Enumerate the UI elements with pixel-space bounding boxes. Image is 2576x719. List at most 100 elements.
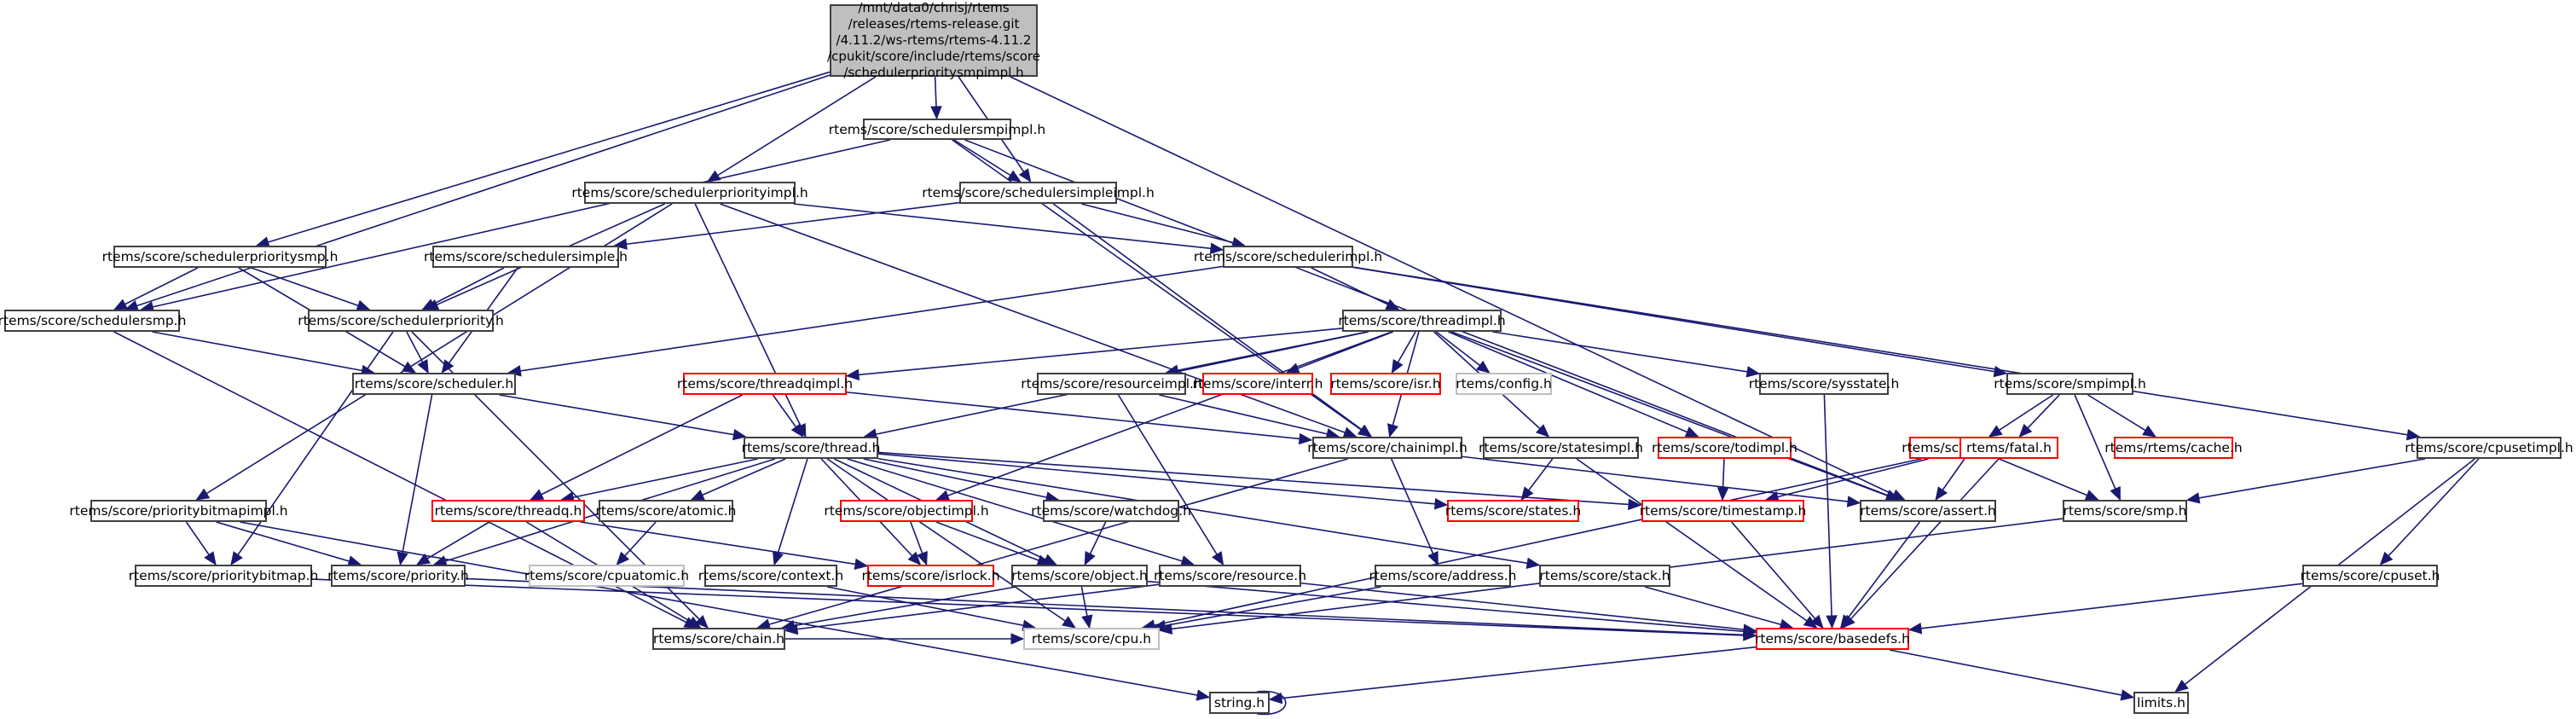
node-objectimpl[interactable]: rtems/score/objectimpl.h [824,500,989,522]
arrowhead-icon [1935,486,1948,502]
arrowhead-icon [2120,689,2135,701]
node-cpuset[interactable]: rtems/score/cpuset.h [2301,565,2440,587]
node-resourceimpl[interactable]: rtems/score/resourceimpl.h [1021,373,1202,395]
node-cache[interactable]: rtems/rtems/cache.h [2104,437,2243,459]
arrowhead-icon [1810,614,1824,629]
node-address[interactable]: rtems/score/address.h [1369,565,1516,587]
arrowhead-icon [2174,679,2189,693]
edge-schedulerpriorityimpl-to-thread [694,203,807,438]
node-isr[interactable]: rtems/score/isr.h [1330,373,1441,395]
node-basedefs[interactable]: rtems/score/basedefs.h [1755,628,1910,650]
node-schedulersmp[interactable]: rtems/score/schedulersmp.h [0,310,186,332]
edge-object-to-cpu [1080,586,1093,629]
edge-schedulerpriority-to-prioritybitmap [230,331,394,566]
node-context[interactable]: rtems/score/context.h [698,565,843,587]
arrowhead-icon [1476,360,1491,374]
edge-chainimpl-to-address [1390,458,1439,566]
node-prioritybitmap[interactable]: rtems/score/prioritybitmap.h [129,565,318,587]
edge-statesimpl-to-states [1520,458,1554,502]
arrowhead-icon [1684,426,1699,438]
node-schedulersimple[interactable]: rtems/score/schedulersimple.h [424,246,628,268]
node-chain[interactable]: rtems/score/chain.h [652,628,785,650]
node-todimpl[interactable]: rtems/score/todimpl.h [1652,437,1797,459]
node-limits[interactable]: limits.h [2133,692,2189,714]
node-watchdog[interactable]: rtems/score/watchdog.h [1031,500,1191,522]
edge-thread-to-cpu [826,458,1076,629]
arrowhead-icon [854,558,869,571]
node-schedulerpriorityimpl[interactable]: rtems/score/schedulerpriorityimpl.h [571,182,808,204]
node-scheduler[interactable]: rtems/score/scheduler.h [352,373,516,395]
node-chainimpl[interactable]: rtems/score/chainimpl.h [1307,437,1467,459]
edge-timestamp-to-basedefs [1731,521,1824,629]
node-sysstate[interactable]: rtems/score/sysstate.h [1749,373,1899,395]
node-prioritybitmapimpl[interactable]: rtems/score/prioritybitmapimpl.h [69,500,288,522]
edge-schedulersimpleimpl-to-schedulersimple [613,201,960,250]
arrowhead-icon [1212,551,1224,566]
edge-smpimpl-to-cache [2087,394,2157,438]
node-cpuatomic[interactable]: rtems/score/cpuatomic.h [524,565,689,587]
node-cpusetimpl[interactable]: rtems/score/cpusetimpl.h [2405,437,2573,459]
edge-basedefs-to-string [1268,646,1757,705]
edge-chain-to-cpu [784,633,1025,645]
node-smpimpl[interactable]: rtems/score/smpimpl.h [1994,373,2146,395]
edge-thread-to-stack [877,457,1541,569]
node-threadqimpl[interactable]: rtems/score/threadqimpl.h [677,373,853,395]
arrowhead-icon [1742,623,1757,635]
edge-chainimpl-to-assert [1461,455,1861,507]
node-string[interactable]: string.h [1209,692,1270,714]
arrowhead-icon [1209,242,1224,254]
node-schedulerpriority[interactable]: rtems/score/schedulerpriority.h [298,310,504,332]
node-config[interactable]: rtems/config.h [1456,373,1552,395]
node-resource[interactable]: rtems/score/resource.h [1154,565,1306,587]
edge-schedulersimpleimpl-to-chainimpl [1052,203,1373,438]
node-stack[interactable]: rtems/score/stack.h [1539,565,1670,587]
arrowhead-icon [402,361,417,374]
edge-threadimpl-to-config [1435,331,1491,374]
node-timestamp[interactable]: rtems/score/timestamp.h [1640,500,1806,522]
edge-string-to-string [1256,690,1287,716]
node-states[interactable]: rtems/score/states.h [1445,500,1581,522]
edge-percpu-to-cpu [1141,458,1922,631]
arrowhead-icon [1525,557,1541,569]
node-assert[interactable]: rtems/score/assert.h [1860,500,1996,522]
edge-threadq-to-isrlock [580,521,869,571]
node-schedulersimpleimpl[interactable]: rtems/score/schedulersimpleimpl.h [922,182,1155,204]
edge-schedulerprioritysmp-to-schedulersmp [113,267,199,310]
arrowhead-icon [2405,429,2421,441]
edge-schedulersmp-to-scheduler [152,331,375,377]
node-cpu[interactable]: rtems/score/cpu.h [1023,628,1160,650]
node-schedulersmpimpl[interactable]: rtems/score/schedulersmpimpl.h [829,119,1045,140]
node-atomic[interactable]: rtems/score/atomic.h [596,500,737,522]
node-schedulerprioritysmp[interactable]: rtems/score/schedulerprioritysmp.h [102,246,338,268]
edge-context-to-cpu [826,586,1037,631]
node-schedulerimpl[interactable]: rtems/score/schedulerimpl.h [1194,246,1382,268]
node-threadq[interactable]: rtems/score/threadq.h [431,500,585,522]
arrowhead-icon [2084,490,2099,501]
arrowhead-icon [2379,551,2394,565]
arrowhead-icon [930,106,942,120]
edge-threadimpl-to-threadqimpl [845,328,1343,381]
edge-sysstate-to-basedefs [1823,394,1838,629]
node-threadimpl[interactable]: rtems/score/threadimpl.h [1338,310,1506,332]
node-priority[interactable]: rtems/score/priority.h [327,565,469,587]
arrowhead-icon [1268,692,1283,705]
arrowhead-icon [845,368,860,381]
arrowhead-icon [1826,615,1838,629]
arrowhead-icon [1062,616,1076,629]
edge-objectimpl-to-isrlock [910,521,928,566]
edge-schedulerimpl-to-cpusetimpl [1352,266,2421,441]
node-interr[interactable]: rtems/score/interr.h [1193,373,1323,395]
edge-assert-to-basedefs [1839,521,1920,629]
arrowhead-icon [2018,423,2033,438]
arrowhead-icon [230,551,243,566]
node-thread[interactable]: rtems/score/thread.h [742,437,880,459]
arrowhead-icon [616,551,630,565]
node-statesimpl[interactable]: rtems/score/statesimpl.h [1479,437,1643,459]
node-isrlock[interactable]: rtems/score/isrlock.h [861,565,1000,587]
node-object[interactable]: rtems/score/object.h [1011,565,1148,587]
node-smp[interactable]: rtems/score/smp.h [2063,500,2187,522]
arrowhead-icon [1907,623,1923,635]
node-fatal[interactable]: rtems/fatal.h [1959,437,2058,459]
node-root[interactable]: /mnt/data0/chrisj/rtems /releases/rtems-… [827,0,1040,80]
